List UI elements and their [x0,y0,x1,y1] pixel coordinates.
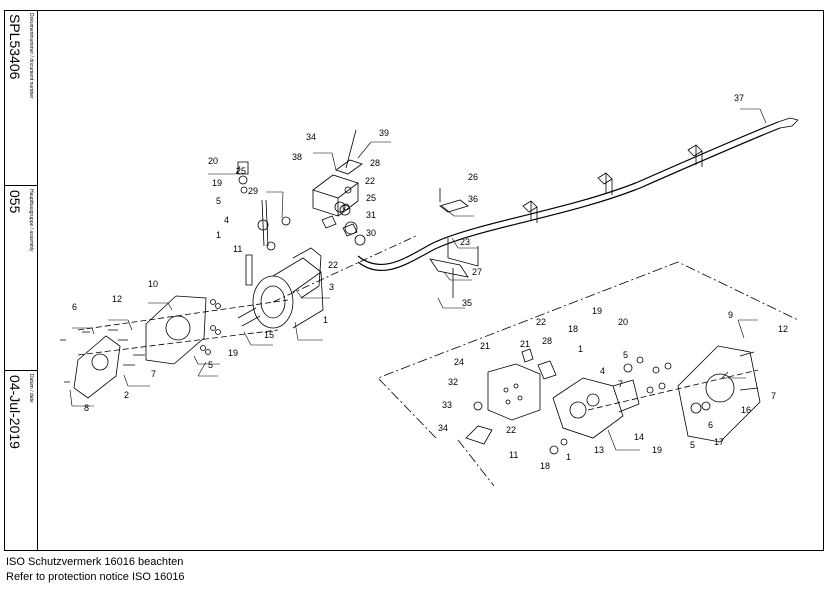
callout-2: 2 [124,390,129,400]
callout-23: 23 [460,237,470,247]
protection-notice-de: ISO Schutzvermerk 16016 beachten [6,556,184,568]
callout-4b: 4 [600,366,605,376]
assembly-cell: 055 Hauptbaugruppe / assembly [4,186,37,371]
main-assembly-label: Hauptbaugruppe / assembly [28,189,34,252]
callout-7b: 7 [618,379,623,389]
callout-13: 13 [594,445,604,455]
callout-17: 17 [714,437,724,447]
callout-7: 7 [151,369,156,379]
document-number-label: Dokumentnummer / document number [28,13,34,99]
protection-notice-en: Refer to protection notice ISO 16016 [6,571,185,583]
callout-19d: 19 [652,445,662,455]
callout-14: 14 [634,432,644,442]
callout-28: 28 [370,158,380,168]
exploded-view-drawing: 37 39 34 28 38 22 25 20 19 5 29 25 31 4 … [38,10,824,551]
callout-28b: 28 [542,336,552,346]
callout-19b: 19 [228,348,238,358]
callout-25b: 25 [366,193,376,203]
document-number: SPL53406 [7,14,23,80]
callout-25: 25 [236,166,246,176]
callout-31: 31 [366,210,376,220]
callout-22b: 22 [328,260,338,270]
callout-3: 3 [329,282,334,292]
callout-15: 15 [264,330,274,340]
callout-leaders [69,108,767,451]
date-cell: 04-Jul-2019 Datum / date [4,371,37,551]
callout-22: 22 [365,176,375,186]
callout-6b: 6 [708,420,713,430]
callout-19: 19 [212,178,222,188]
drawing-frame [4,10,824,551]
document-number-cell: SPL53406 Dokumentnummer / document numbe… [4,10,37,186]
callout-1c: 1 [578,344,583,354]
callout-11b: 11 [509,450,518,460]
callout-18: 18 [568,324,578,334]
callout-12: 12 [112,294,122,304]
callout-12b: 12 [778,324,788,334]
callout-5: 5 [216,196,221,206]
callout-8: 8 [84,403,89,413]
callout-27: 27 [472,267,482,277]
callout-19c: 19 [592,306,602,316]
drawing-date-label: Datum / date [28,374,34,403]
callout-34: 34 [306,132,316,142]
callout-22d: 22 [506,425,516,435]
drawing-date: 04-Jul-2019 [7,375,23,449]
callout-20: 20 [208,156,218,166]
callout-33: 33 [442,400,452,410]
callout-6: 6 [72,302,77,312]
callout-1b: 1 [323,315,328,325]
callout-38: 38 [292,152,302,162]
callout-22c: 22 [536,317,546,327]
callout-7c: 7 [771,391,776,401]
callout-1d: 1 [566,452,571,462]
callout-32: 32 [448,377,458,387]
callout-36: 36 [468,194,478,204]
callout-26: 26 [468,172,478,182]
callout-labels: 37 39 34 28 38 22 25 20 19 5 29 25 31 4 … [72,93,788,471]
exploded-view-svg: 37 39 34 28 38 22 25 20 19 5 29 25 31 4 … [60,93,799,487]
callout-39: 39 [379,128,389,138]
callout-5b: 5 [208,360,213,370]
callout-4: 4 [224,215,229,225]
main-assembly: 055 [7,190,23,214]
callout-10: 10 [148,279,158,289]
callout-1: 1 [216,230,221,240]
callout-5c: 5 [623,350,628,360]
callout-5d: 5 [690,440,695,450]
drawing-linework [60,117,799,487]
callout-11: 11 [233,244,242,254]
callout-34b: 34 [438,423,448,433]
callout-37: 37 [734,93,744,103]
title-block: SPL53406 Dokumentnummer / document numbe… [4,10,38,551]
callout-18b: 18 [540,461,550,471]
callout-9: 9 [728,310,733,320]
callout-21: 21 [480,341,490,351]
callout-20b: 20 [618,317,628,327]
callout-16: 16 [741,405,751,415]
callout-29: 29 [248,186,258,196]
callout-35: 35 [462,298,472,308]
callout-30: 30 [366,228,376,238]
callout-24: 24 [454,357,464,367]
callout-21b: 21 [520,339,530,349]
